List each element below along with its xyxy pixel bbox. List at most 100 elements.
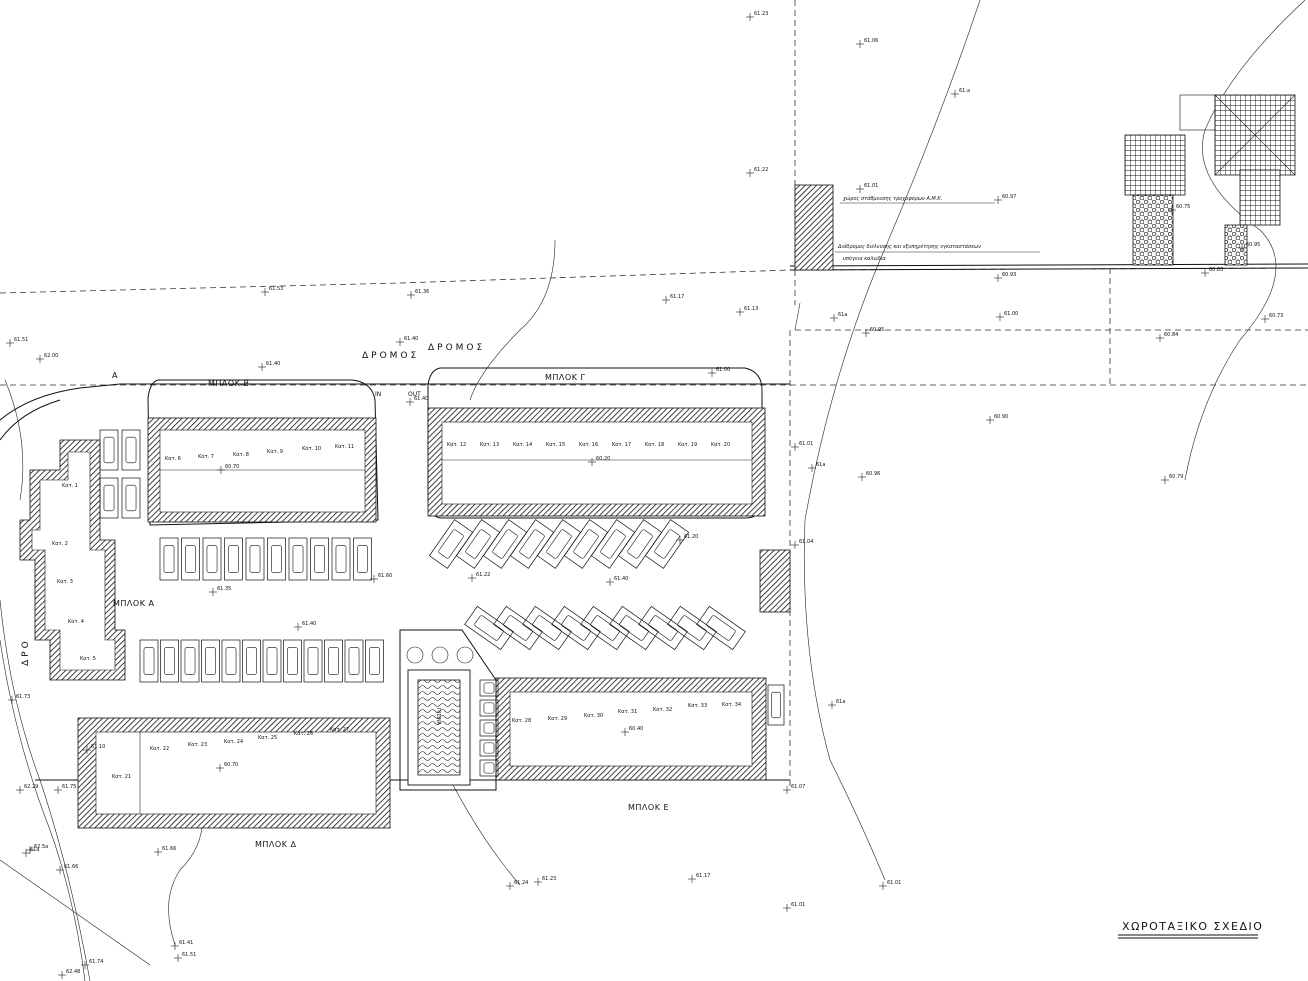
parking-stall [522, 605, 572, 651]
unit-label: Κατ. 12 [447, 442, 466, 448]
parking-stall [464, 605, 514, 651]
elevation-point: 61.01 [879, 880, 901, 890]
parking-stall [479, 759, 499, 777]
elevation-point: 61.01 [783, 902, 805, 912]
elevation-value: 60.95 [870, 327, 884, 333]
elevation-point: 61.40 [258, 361, 280, 371]
parking-stall [262, 639, 282, 683]
elevation-value: 61.66 [64, 864, 78, 870]
elevation-point: 61.35 [209, 586, 231, 596]
parking-stall [479, 699, 499, 717]
elevation-point: 60.75 [1168, 204, 1190, 214]
elevation-point: 61.06 [856, 38, 878, 48]
elevation-point: 61.13 [736, 306, 758, 316]
in-label: IN [375, 391, 381, 398]
unit-label: Κατ. 19 [678, 442, 697, 448]
unit-label: Κατ. 23 [188, 742, 207, 748]
parking-stall [580, 605, 630, 651]
unit-label: Κατ. 16 [579, 442, 598, 448]
parking-stall [324, 639, 343, 683]
block-c-label: ΜΠΛΟΚ Γ [545, 373, 585, 382]
elevation-point: 61.66 [56, 864, 78, 874]
elevation-value: 61.22 [754, 167, 768, 173]
unit-label: Κατ. 31 [618, 709, 637, 715]
unit-label: Κατ. 20 [711, 442, 730, 448]
block-e-label: ΜΠΛΟΚ Ε [628, 803, 669, 812]
elevation-value: 61.40 [266, 361, 280, 367]
elevation-point: 61.24 [506, 880, 528, 890]
elevation-point: 61.04 [791, 539, 813, 549]
parking-stall [455, 519, 501, 569]
elevation-value: 61.40 [404, 336, 418, 342]
elevation-value: 62.5a [34, 844, 48, 850]
parking-stall [551, 605, 601, 651]
parking-stall [667, 605, 717, 651]
unit-label: Κατ. 7 [198, 454, 214, 460]
elevation-value: 61.17 [696, 873, 710, 879]
unit-label: Κατ. 17 [612, 442, 631, 448]
plan-title: ΧΩΡΟΤΑΞΙΚΟ ΣΧΕΔΙΟ [1122, 920, 1263, 933]
elevation-point: 60.93 [994, 272, 1016, 282]
parking-stall [353, 537, 372, 581]
unit-label: Κατ. 21 [112, 774, 131, 780]
parking-stall [242, 639, 261, 683]
elevation-value: 61a [816, 462, 825, 468]
elevation-value: 61.22 [476, 572, 490, 578]
elevation-point: 61.36 [407, 289, 429, 299]
elevation-point: 62.48 [58, 969, 80, 979]
note-corridor: Διάδρομος διέλευσης και εξυπηρέτησης εγκ… [837, 243, 981, 250]
parking-stall [99, 477, 119, 519]
elevation-point: 61.51 [6, 337, 28, 347]
parking-stall [493, 605, 543, 651]
elevation-value: 61.51 [182, 952, 196, 958]
parking-stall [563, 519, 609, 569]
elevation-point: 61.74 [81, 959, 103, 969]
unit-label: Κατ. 22 [150, 746, 169, 752]
parking-stall [202, 537, 222, 581]
boundary-lines [0, 0, 1308, 790]
elevation-point: 60.79 [1161, 474, 1183, 484]
elevation-value: 61.01 [887, 880, 901, 886]
elevation-value: 61.00 [716, 367, 730, 373]
elevation-point: 61.40 [406, 396, 428, 406]
elevation-value: 61.17 [670, 294, 684, 300]
unit-label: Κατ. 13 [480, 442, 499, 448]
elevation-point: 61a [830, 312, 847, 322]
parking-stall [245, 537, 265, 581]
road-label-left: ΔΡΟ [21, 638, 31, 666]
parking-stall [609, 605, 659, 651]
elevation-point: 60.90 [986, 414, 1008, 424]
parking-stall [767, 684, 785, 726]
elevation-value: 61.01 [799, 441, 813, 447]
elevation-value: 61.10 [91, 744, 105, 750]
parking-stall [696, 605, 746, 651]
elevation-point: 61.41 [171, 940, 193, 950]
parking-stall [181, 537, 200, 581]
elevation-point: 60.97 [994, 194, 1016, 204]
elevation-value: 60.70 [224, 762, 238, 768]
block-d-label: ΜΠΛΟΚ Δ [255, 840, 296, 849]
unit-label: Κατ. 8 [233, 452, 249, 458]
parking-stall [536, 519, 582, 569]
elevation-value: 62.00 [44, 353, 58, 359]
unit-label: Κατ. 30 [584, 713, 603, 719]
elevation-value: 60.40 [629, 726, 643, 732]
elevation-point: 60.70 [216, 762, 238, 772]
elevation-value: 61.73 [16, 694, 30, 700]
note-cables: υπόγεια καλώδια [843, 255, 886, 262]
elevation-value: 62.29 [24, 784, 38, 790]
elevation-point: 61.01 [791, 441, 813, 451]
contour-lines [4, 0, 1306, 946]
parking-stall [224, 537, 243, 581]
elevation-point: 60.20 [588, 456, 610, 466]
parking-stall [590, 519, 636, 569]
elevation-point: 60.83 [1201, 267, 1223, 277]
unit-label: Κατ. 33 [688, 703, 707, 709]
elevation-point: 61.75 [54, 784, 76, 794]
elevation-point: 61.a [951, 88, 970, 98]
parking-stall [479, 679, 499, 697]
parking-stall [99, 429, 119, 471]
elevation-value: 61.00 [1004, 311, 1018, 317]
